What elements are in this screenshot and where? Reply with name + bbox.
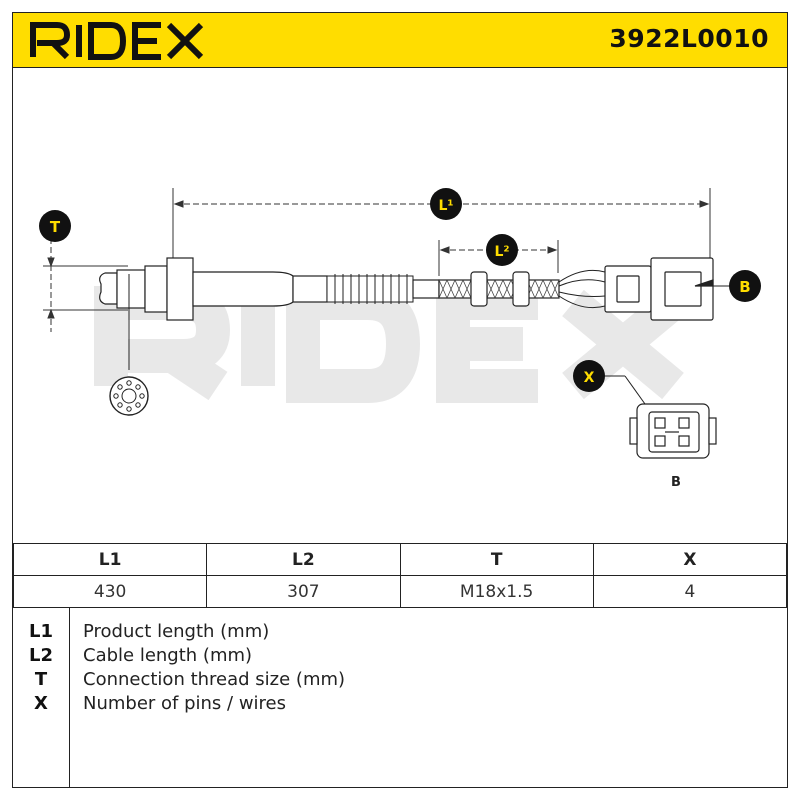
legend-key: X [34,693,48,714]
legend-item: X Number of pins / wires [13,693,787,717]
value-x: 4 [592,575,788,608]
wire-bundle [558,269,606,309]
badge-b: B [713,270,761,302]
spec-table-header-row: L1 L2 T X [12,543,788,576]
braided-cable [438,271,560,307]
badge-b-label: B [739,278,750,296]
legend-key: L2 [29,645,53,666]
spec-table: L1 L2 T X 430 307 M18x1.5 4 [12,543,788,608]
header-l2: L2 [206,543,401,576]
connector-side [604,257,714,321]
badge-x-label: X [584,370,595,386]
badge-l2: L² [486,234,518,266]
value-t: M18x1.5 [399,575,594,608]
legend-item: L1 Product length (mm) [13,621,787,645]
header-x: X [592,543,788,576]
sensor-body [99,257,440,321]
legend-key: T [34,669,48,690]
legend-text: Number of pins / wires [83,693,287,714]
ridex-logo [30,22,204,60]
value-l1: 430 [12,575,208,608]
header-l1: L1 [12,543,208,576]
badge-l1: L¹ [430,188,462,220]
connector-caption: B [671,475,681,490]
badge-t: T [39,210,71,242]
legend-item: L2 Cable length (mm) [13,645,787,669]
dimension-t [43,238,128,332]
badge-l1-label: L¹ [438,198,453,214]
header-t: T [399,543,594,576]
legend-divider [69,607,70,787]
part-number: 3922L0010 [609,24,769,53]
legend: L1 Product length (mm) L2 Cable length (… [13,607,787,787]
legend-key: L1 [29,621,53,642]
value-l2: 307 [206,575,401,608]
badge-x: X [573,360,605,392]
legend-item: T Connection thread size (mm) [13,669,787,693]
dimension-l2 [438,240,559,276]
sensor-drawing: T L¹ L² B X B [39,188,761,490]
watermark-logo [94,286,684,403]
legend-text: Connection thread size (mm) [83,669,346,690]
legend-text: Product length (mm) [83,621,270,642]
legend-text: Cable length (mm) [83,645,253,666]
sensor-tip-end-view [109,274,149,416]
badge-l2-label: L² [494,244,509,260]
spec-table-value-row: 430 307 M18x1.5 4 [12,575,788,608]
badge-t-label: T [50,218,61,236]
connector-front-view [601,375,717,459]
spec-sheet: 3922L0010 [12,12,788,788]
header-bar: 3922L0010 [13,13,787,68]
